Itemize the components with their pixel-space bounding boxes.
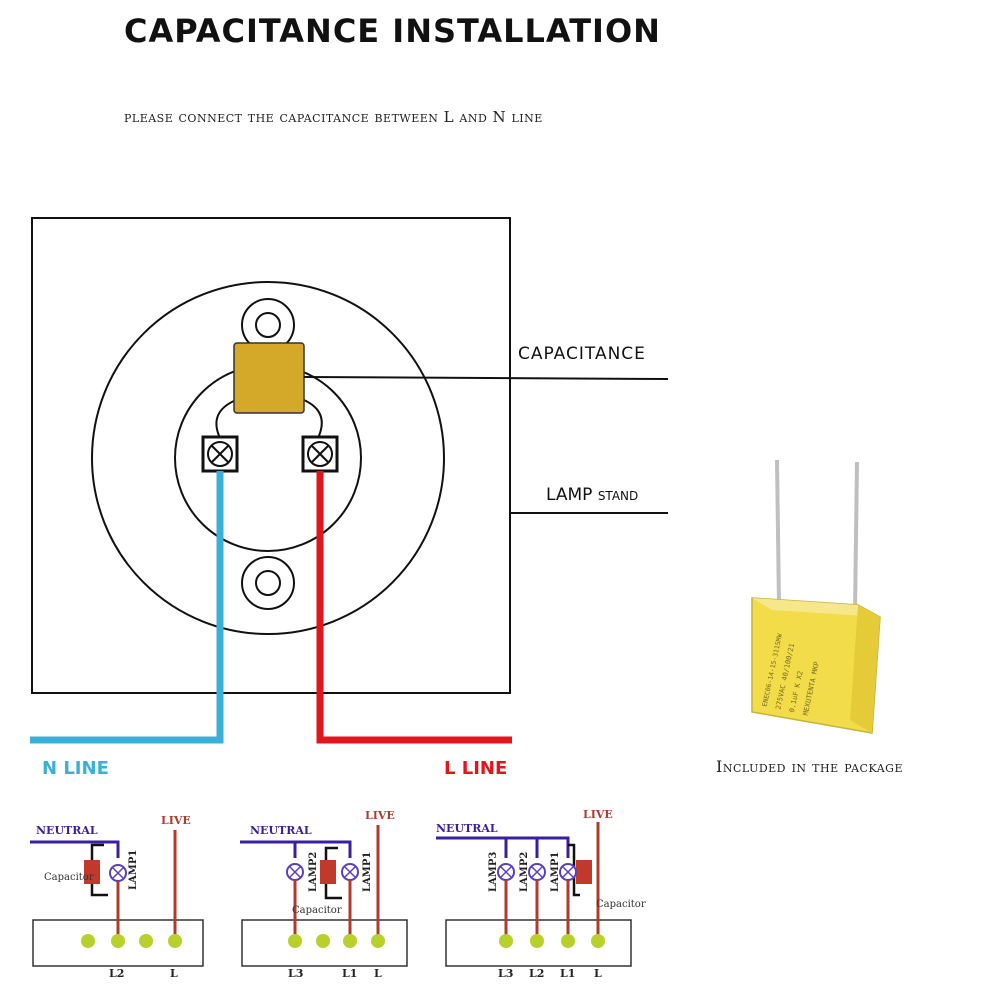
neutral-label: NEUTRAL: [36, 824, 98, 837]
capacitor-symbol: [84, 860, 100, 884]
lamp-stand-label: LAMP stand: [546, 485, 638, 505]
capacitor-symbol: [576, 860, 592, 884]
capacitor-lead-wire: [853, 461, 859, 613]
terminal-label: L2: [529, 967, 544, 980]
terminal-dot: [288, 934, 302, 948]
neutral-label: NEUTRAL: [250, 824, 312, 837]
l-line-wire: [316, 471, 512, 744]
wiring-diagram-1: NEUTRAL LIVE Capacitor LAMP1 L2 L: [30, 814, 204, 980]
terminal-label: L3: [288, 967, 303, 980]
terminal-label: L1: [342, 967, 357, 980]
capacitor-label: Capacitor: [292, 905, 342, 916]
lamp-label: LAMP2: [308, 852, 319, 892]
terminal-label: L: [594, 967, 602, 980]
terminal-dot: [371, 934, 385, 948]
terminal-label: L: [170, 967, 178, 980]
terminal-dot: [499, 934, 513, 948]
capacitor-label: Capacitor: [44, 872, 94, 883]
n-line-wire: [30, 471, 224, 744]
lamp-symbol: [497, 863, 515, 881]
terminal-dot: [561, 934, 575, 948]
main-diagram: CAPACITANCE LAMP stand N LINE L LINE: [30, 217, 669, 779]
live-label: LIVE: [365, 809, 395, 822]
capacitor-image: ENEC06-14-15-3115MW 275VAC 40/100/21 0.1…: [751, 459, 881, 734]
capacitor-lead-left: [215, 399, 237, 439]
terminal-dot: [139, 934, 153, 948]
lamp-label: LAMP2: [519, 852, 530, 892]
terminal-dot: [316, 934, 330, 948]
lamp-symbol: [559, 863, 577, 881]
neutral-label: NEUTRAL: [436, 822, 498, 835]
lamp-label: LAMP3: [488, 852, 499, 892]
lamp-label: LAMP1: [550, 852, 561, 892]
capacitance-leader-line: [303, 376, 669, 380]
n-line-label: N LINE: [42, 758, 109, 779]
live-label: LIVE: [583, 808, 613, 821]
wiring-diagram-3: NEUTRAL LIVE Capacitor LAMP3 LAMP2 LAMP1…: [436, 808, 646, 980]
wall-plate: [31, 217, 511, 694]
wiring-diagram-2: NEUTRAL LIVE Capacitor LAMP2 LAMP1 L3 L1…: [240, 809, 408, 980]
capacitor-lead-right: [303, 399, 323, 439]
capacitor-lead-wire: [775, 459, 781, 606]
capacitor-label: Capacitor: [596, 899, 646, 910]
terminal-dot: [343, 934, 357, 948]
terminal-label: L3: [498, 967, 513, 980]
neutral-wire: [30, 840, 120, 858]
capacitance-label: CAPACITANCE: [518, 344, 646, 364]
lamp-symbol: [528, 863, 546, 881]
l-line-label: L LINE: [444, 758, 507, 779]
terminal-dot: [168, 934, 182, 948]
live-label: LIVE: [161, 814, 191, 827]
page-title: CAPACITANCE INSTALLATION: [124, 12, 661, 50]
terminal-label: L1: [560, 967, 575, 980]
terminal-dot: [111, 934, 125, 948]
lamp-symbol: [109, 864, 127, 882]
terminal-right: [301, 435, 339, 473]
terminal-left: [201, 435, 239, 473]
neutral-wire: [436, 836, 570, 858]
package-caption: Included in the package: [716, 757, 903, 776]
terminal-dot: [530, 934, 544, 948]
capacitor-box: [233, 342, 305, 414]
terminal-label: L2: [109, 967, 124, 980]
lamp-label: LAMP1: [128, 850, 139, 890]
bottom-mounting-hole: [241, 556, 295, 610]
lamp-symbol: [286, 863, 304, 881]
terminal-dot: [81, 934, 95, 948]
lamp-label: LAMP1: [362, 852, 373, 892]
page-subtitle: please connect the capacitance between L…: [124, 108, 543, 126]
lamp-stand-outer-ring: [91, 281, 445, 635]
terminal-label: L: [374, 967, 382, 980]
terminal-dot: [591, 934, 605, 948]
lamp-symbol: [341, 863, 359, 881]
capacitor-symbol: [320, 860, 336, 884]
neutral-wire: [240, 840, 352, 858]
